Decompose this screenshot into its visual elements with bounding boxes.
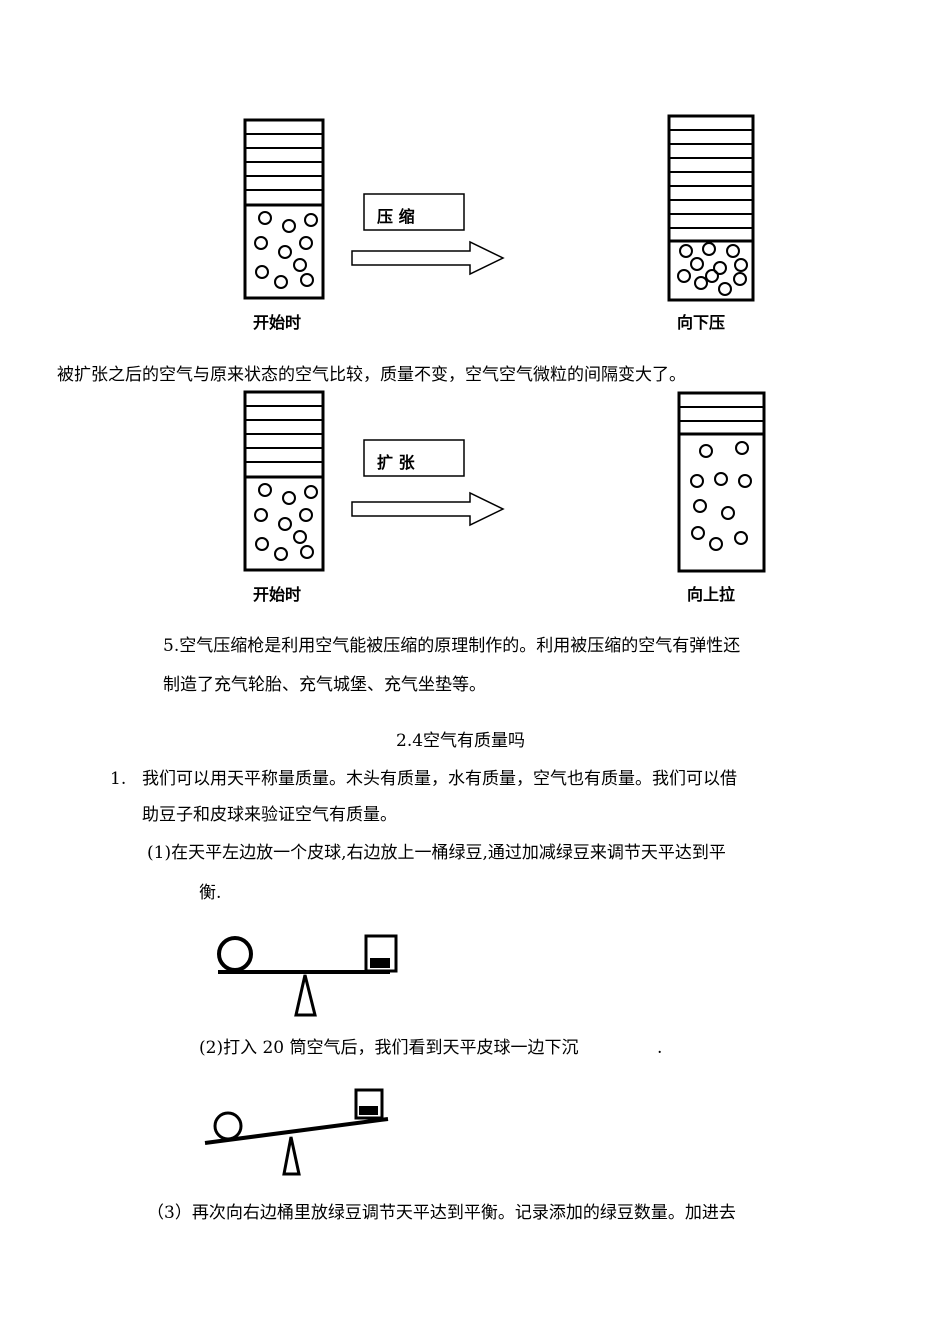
ball-left-tilted	[213, 1111, 243, 1141]
fulcrum-tilted	[282, 1136, 301, 1176]
expand-start-container	[243, 390, 325, 572]
expand-end-container	[677, 391, 766, 573]
start-container	[243, 118, 325, 300]
section-title: 2.4空气有质量吗	[396, 731, 526, 751]
expand-start-label: 开始时	[253, 585, 302, 604]
bucket-right-tilted	[354, 1088, 384, 1120]
expand-note: 被扩张之后的空气与原来状态的空气比较，质量不变，空气空气微粒的间隔变大了。	[57, 365, 686, 385]
step3-text: （3）再次向右边桶里放绿豆调节天平达到平衡。记录添加的绿豆数量。加进去	[147, 1203, 736, 1223]
end-container	[667, 114, 755, 302]
step2-text: (2)打入 20 筒空气后，我们看到天平皮球一边下沉	[199, 1038, 579, 1058]
compress-action-box	[363, 193, 465, 231]
beam-tilted	[204, 1117, 389, 1145]
expand-arrow	[351, 491, 505, 527]
expand-end-label: 向上拉	[687, 585, 736, 604]
compress-arrow	[351, 240, 505, 276]
expand-action-box	[363, 439, 465, 477]
item1-line2: 助豆子和皮球来验证空气有质量。	[142, 805, 397, 825]
step1-line1: (1)在天平左边放一个皮球,右边放上一桶绿豆,通过加减绿豆来调节天平达到平	[147, 843, 726, 863]
bucket-right	[364, 934, 398, 973]
item5-line1: 5.空气压缩枪是利用空气能被压缩的原理制作的。利用被压缩的空气有弹性还	[163, 636, 741, 656]
expand-action-label: 扩 张	[377, 453, 415, 472]
step1-line2: 衡.	[199, 883, 222, 903]
compress-end-label: 向下压	[677, 313, 726, 332]
item5-line2: 制造了充气轮胎、充气城堡、充气坐垫等。	[163, 675, 486, 695]
compress-start-label: 开始时	[253, 313, 302, 332]
item1-number: 1.	[110, 769, 127, 789]
step2-end: .	[657, 1038, 663, 1058]
item1-line1: 我们可以用天平称量质量。木头有质量，水有质量，空气也有质量。我们可以借	[142, 769, 737, 789]
fulcrum-level	[294, 974, 317, 1017]
compress-action-label: 压 缩	[377, 207, 415, 226]
